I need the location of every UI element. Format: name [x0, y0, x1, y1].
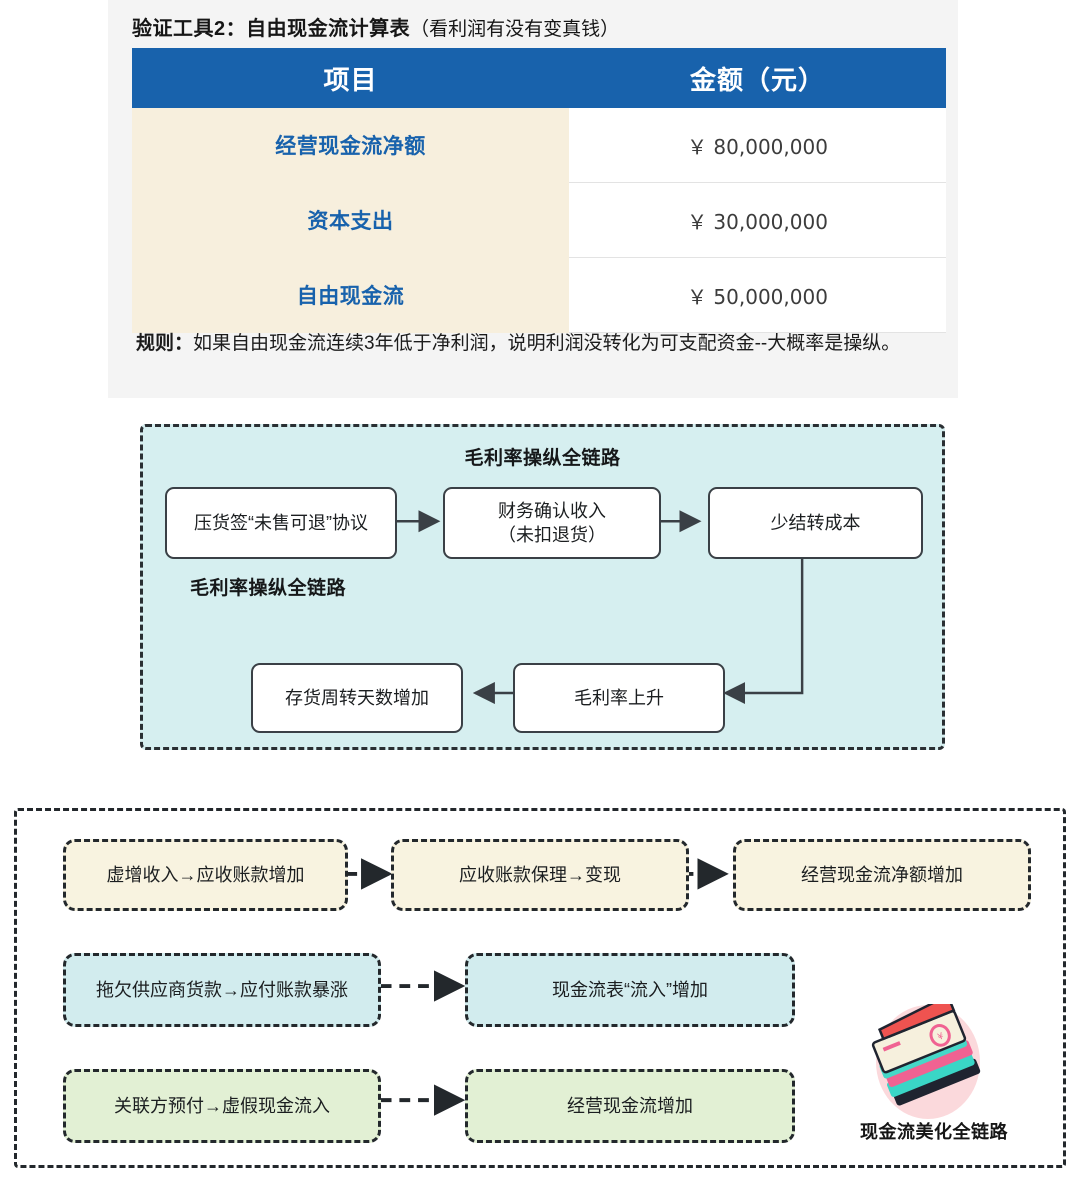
- row-value: ￥ 30,000,000: [569, 182, 946, 258]
- rule-label: 规则：: [136, 333, 194, 354]
- bot-node-r2c2: 现金流表“流入”增加: [465, 953, 795, 1027]
- free-cash-flow-table: 项目 金额（元） 经营现金流净额 ￥ 80,000,000 资本支出 ￥ 30,…: [132, 48, 946, 333]
- mid-node-3-label: 少结转成本: [770, 512, 861, 533]
- row-value: ￥ 50,000,000: [569, 257, 946, 333]
- table-row: 自由现金流 ￥ 50,000,000: [132, 257, 946, 333]
- row-label: 自由现金流: [132, 257, 569, 333]
- row-label: 资本支出: [132, 182, 569, 258]
- mid-node-5-label: 毛利率上升: [574, 687, 664, 708]
- mid-node-1: 压货签“未售可退”协议: [165, 487, 397, 559]
- bot-node-r3c2: 经营现金流增加: [465, 1069, 795, 1143]
- bot-node-r1c1: 虚增收入→应收账款增加: [63, 839, 348, 911]
- bot-node-r3c2-label: 经营现金流增加: [567, 1095, 693, 1116]
- svg-text:¥: ¥: [936, 1031, 945, 1043]
- bot-node-r1c2-label: 应收账款保理→变现: [459, 864, 621, 885]
- cashflow-beautify-caption: 现金流美化全链路: [860, 1122, 1008, 1142]
- bot-node-r1c2: 应收账款保理→变现: [391, 839, 689, 911]
- bot-node-r3c1-label: 关联方预付→虚假现金流入: [114, 1095, 330, 1116]
- bot-node-r2c2-label: 现金流表“流入”增加: [552, 979, 708, 1000]
- bot-node-r1c1-label: 虚增收入→应收账款增加: [106, 864, 305, 885]
- banknote-stack-icon: ¥: [871, 1004, 981, 1119]
- gross-margin-chain-panel: 毛利率操纵全链路 毛利率操纵全链路 压货签“未售可退”协议 财务确认收入 （未扣…: [140, 424, 945, 750]
- fcf-card: 验证工具2：自由现金流计算表（看利润有没有变真钱） 项目 金额（元） 经营现金流…: [108, 0, 958, 398]
- row-value: ￥ 80,000,000: [569, 108, 946, 183]
- gross-margin-chain-subheading: 毛利率操纵全链路: [190, 578, 347, 599]
- column-header-amount: 金额（元）: [569, 48, 946, 108]
- mid-node-4-label: 存货周转天数增加: [285, 687, 429, 708]
- table-row: 资本支出 ￥ 30,000,000: [132, 182, 946, 258]
- page-title: 验证工具2：自由现金流计算表（看利润有没有变真钱）: [132, 12, 619, 41]
- table-row: 经营现金流净额 ￥ 80,000,000: [132, 108, 946, 183]
- rule-body: 如果自由现金流连续3年低于净利润，说明利润没转化为可支配资金--大概率是操纵。: [193, 333, 901, 354]
- bot-node-r1c3-label: 经营现金流净额增加: [801, 864, 963, 885]
- mid-node-5: 毛利率上升: [513, 663, 725, 733]
- rule-note: 规则：如果自由现金流连续3年低于净利润，说明利润没转化为可支配资金--大概率是操…: [136, 328, 936, 359]
- cashflow-beautify-panel: 虚增收入→应收账款增加 应收账款保理→变现 经营现金流净额增加 拖欠供应商货款→…: [14, 808, 1066, 1168]
- row-label: 经营现金流净额: [132, 108, 569, 183]
- mid-node-4: 存货周转天数增加: [251, 663, 463, 733]
- bot-node-r2c1: 拖欠供应商货款→应付账款暴涨: [63, 953, 381, 1027]
- bot-node-r2c1-label: 拖欠供应商货款→应付账款暴涨: [96, 979, 348, 1000]
- page-title-main: 验证工具2：自由现金流计算表: [132, 18, 411, 40]
- bot-node-r1c3: 经营现金流净额增加: [733, 839, 1031, 911]
- gross-margin-chain-heading: 毛利率操纵全链路: [464, 448, 621, 469]
- mid-node-3: 少结转成本: [708, 487, 923, 559]
- mid-node-2-label: 财务确认收入 （未扣退货）: [498, 500, 606, 545]
- bot-node-r3c1: 关联方预付→虚假现金流入: [63, 1069, 381, 1143]
- page-title-note: （看利润有没有变真钱）: [410, 19, 620, 40]
- mid-node-1-label: 压货签“未售可退”协议: [194, 512, 368, 533]
- table-header-row: 项目 金额（元）: [132, 48, 946, 108]
- arrow-n3-n5: [723, 555, 804, 705]
- mid-node-2: 财务确认收入 （未扣退货）: [443, 487, 661, 559]
- column-header-item: 项目: [132, 48, 569, 108]
